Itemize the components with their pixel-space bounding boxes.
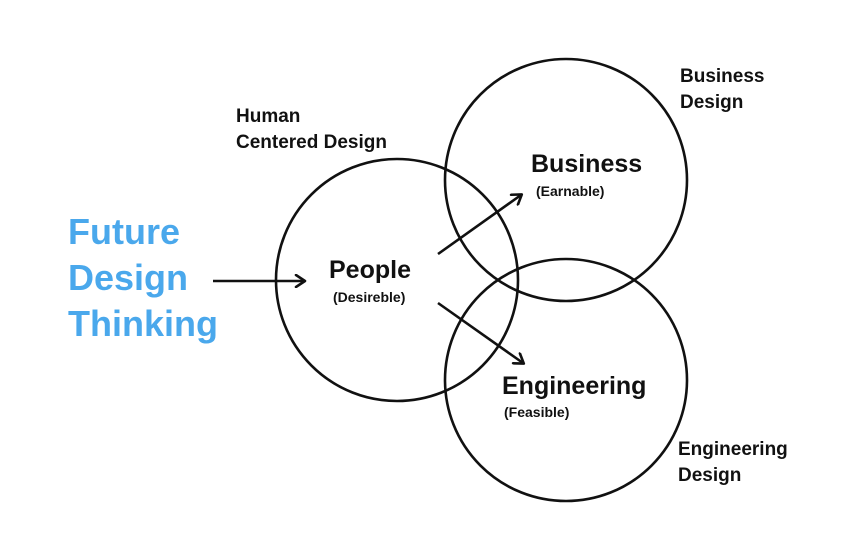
business-corner-label-line-1: Business — [680, 66, 765, 87]
business-sublabel: (Earnable) — [536, 183, 605, 199]
people-sublabel: (Desireble) — [333, 289, 406, 305]
business-label: Business — [531, 150, 643, 178]
engineering-arrow — [437, 301, 523, 363]
title-line-3: Thinking — [68, 303, 218, 344]
title-line-2: Design — [68, 257, 189, 298]
business-corner-label-line-2: Design — [680, 92, 744, 113]
people-label: People — [329, 256, 411, 284]
engineering-corner-label-line-2: Design — [678, 465, 742, 486]
business-circle — [443, 57, 689, 303]
business-arrow — [437, 195, 521, 256]
engineering-label: Engineering — [502, 372, 647, 400]
engineering-corner-label-line-1: Engineering — [678, 439, 788, 460]
people-corner-label-line-2: Centered Design — [236, 132, 387, 153]
people-corner-label-line-1: Human — [236, 106, 301, 127]
title-line-1: Future — [68, 211, 180, 252]
engineering-circle — [443, 257, 689, 503]
engineering-sublabel: (Feasible) — [504, 404, 570, 420]
